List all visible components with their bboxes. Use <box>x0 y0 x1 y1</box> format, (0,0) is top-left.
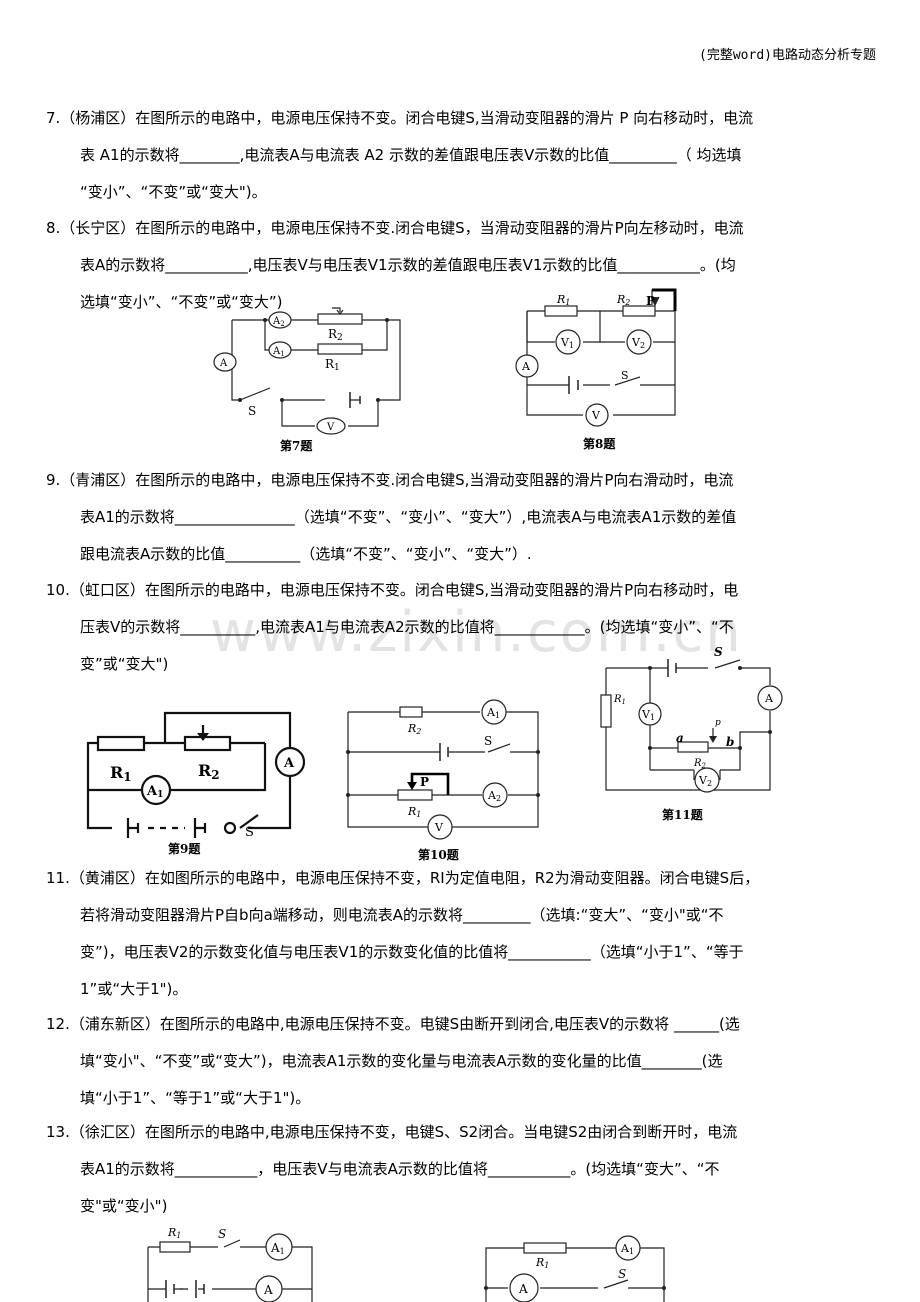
circuit-diagram-8: R1 R2 P V1 V2 A S V <box>515 288 677 427</box>
switch-s-label: S <box>248 404 256 418</box>
ammeter-a1-label: A1 <box>620 1242 634 1256</box>
circuit-diagram-12: R1 S A1 A <box>147 1226 313 1302</box>
resistor-r2-label: R2 <box>616 293 630 307</box>
question-13: 13.（徐汇区）在图所示的电路中,电源电压保持不变，电键S、S2闭合。当电键S2… <box>46 1114 881 1225</box>
question-line: 9.（青浦区）在图所示的电路中，电源电压保持不变.闭合电键S,当滑动变阻器的滑片… <box>46 471 734 489</box>
circuit-diagram-9: R1 R2 A1 A S <box>86 711 306 840</box>
voltmeter-v2-label: V2 <box>631 336 645 350</box>
question-line: 变”)，电压表V2的示数变化值与电压表V1的示数变化值的比值将_________… <box>80 943 744 961</box>
question-11: 11.（黄浦区）在如图所示的电路中，电源电压保持不变，RI为定值电阻，R2为滑动… <box>46 860 881 1008</box>
question-line: 选填“变小”、“不变”或“变大”) <box>80 293 283 311</box>
question-line: 填“变小"、“不变”或“变大”)，电流表A1示数的变化量与电流表A示数的变化量的… <box>80 1052 723 1070</box>
circuit-diagram-13: R1 A1 A S <box>484 1235 666 1302</box>
ammeter-a1-label: A1 <box>486 706 500 720</box>
figure-8-caption: 第8题 <box>583 437 616 451</box>
question-line: 变"或“变小") <box>80 1197 168 1215</box>
question-7: 7.（杨浦区）在图所示的电路中，电源电压保持不变。闭合电键S,当滑动变阻器的滑片… <box>46 100 881 211</box>
ammeter-a-label: A <box>764 692 774 705</box>
circuit-diagram-10: R2 A1 S P R1 A2 V <box>346 699 540 840</box>
question-10: 10.（虹口区）在图所示的电路中，电源电压保持不变。闭合电键S,当滑动变阻器的滑… <box>46 572 881 683</box>
question-line: 变”或“变大") <box>80 655 169 673</box>
question-8: 8.（长宁区）在图所示的电路中，电源电压保持不变.闭合电键S，当滑动变阻器的滑片… <box>46 210 881 321</box>
ammeter-a-label: A <box>283 756 295 771</box>
document-header: (完整word)电路动态分析专题 <box>699 48 876 63</box>
watermark: www.zixin.com.cn <box>210 600 743 665</box>
circuit-diagram-7: A2 A1 A R2 R1 S V <box>213 307 401 435</box>
voltmeter-v-label: V <box>591 409 601 422</box>
switch-s-label: S <box>618 1267 626 1281</box>
question-line: 12.（浦东新区）在图所示的电路中,电源电压保持不变。电键S由断开到闭合,电压表… <box>46 1015 740 1033</box>
question-line: 表 A1的示数将________,电流表A与电流表 A2 示数的差值跟电压表V示… <box>80 146 742 164</box>
resistor-r1-label: R1 <box>535 1256 549 1270</box>
question-line: 8.（长宁区）在图所示的电路中，电源电压保持不变.闭合电键S，当滑动变阻器的滑片… <box>46 219 744 237</box>
voltmeter-v-label: V <box>434 821 444 834</box>
question-line: “变小”、“不变”或“变大")。 <box>80 183 267 201</box>
question-line: 若将滑动变阻器滑片P自b向a端移动，则电流表A的示数将_________（选填:… <box>80 906 724 924</box>
question-line: 1”或“大于1")。 <box>80 980 188 998</box>
question-line: 表A1的示数将________________（选填“不变”、“变小”、“变大”… <box>80 508 737 526</box>
question-line: 7.（杨浦区）在图所示的电路中，电源电压保持不变。闭合电键S,当滑动变阻器的滑片… <box>46 109 754 127</box>
resistor-r1-label: R1 <box>613 694 626 706</box>
circuit-diagram-11: S R1 V1 A p a b R2 V2 <box>600 645 783 793</box>
slider-p-label: P <box>420 775 429 789</box>
question-line: 11.（黄浦区）在如图所示的电路中，电源电压保持不变，RI为定值电阻，R2为滑动… <box>46 869 760 887</box>
question-line: 表A的示数将___________,电压表V与电压表V1示数的差值跟电压表V1示… <box>80 256 736 274</box>
ammeter-a-label: A <box>263 1283 273 1297</box>
ammeter-a-label: A <box>521 360 531 373</box>
ammeter-a1-label: A1 <box>272 346 285 358</box>
resistor-r2-label: R2 <box>198 761 220 782</box>
switch-s-label: S <box>621 369 629 382</box>
resistor-r1-label: R1 <box>325 357 340 373</box>
ammeter-a1-label: A1 <box>146 784 163 800</box>
switch-s-label: S <box>484 734 492 748</box>
terminal-b-label: b <box>726 735 734 749</box>
question-line: 10.（虹口区）在图所示的电路中，电源电压保持不变。闭合电键S,当滑动变阻器的滑… <box>46 581 739 599</box>
question-line: 填“小于1”、“等于1”或“大于1")。 <box>80 1089 311 1107</box>
voltmeter-v1-label: V1 <box>641 708 655 722</box>
question-12: 12.（浦东新区）在图所示的电路中,电源电压保持不变。电键S由断开到闭合,电压表… <box>46 1006 881 1117</box>
voltmeter-v-label: V <box>326 422 335 433</box>
resistor-r1-label: R1 <box>167 1226 181 1240</box>
figure-11-caption: 第11题 <box>662 808 703 822</box>
ammeter-a2-label: A2 <box>272 316 285 328</box>
ammeter-a-label: A <box>518 1282 528 1296</box>
ammeter-a-label: A <box>219 358 228 369</box>
question-9: 9.（青浦区）在图所示的电路中，电源电压保持不变.闭合电键S,当滑动变阻器的滑片… <box>46 462 881 573</box>
resistor-r2-label: R2 <box>328 327 343 343</box>
question-line: 13.（徐汇区）在图所示的电路中,电源电压保持不变，电键S、S2闭合。当电键S2… <box>46 1123 738 1141</box>
question-line: 跟电流表A示数的比值__________（选填“不变”、“变小”、“变大”）. <box>80 545 532 563</box>
switch-s-label: S <box>714 645 723 659</box>
resistor-r2-label: R2 <box>693 758 707 770</box>
question-line: 表A1的示数将___________，电压表V与电流表A示数的比值将______… <box>80 1160 720 1178</box>
resistor-r1-label: R1 <box>110 763 132 784</box>
terminal-a-label: a <box>676 731 684 745</box>
switch-s-label: S <box>245 825 254 840</box>
figure-9-caption: 第9题 <box>168 842 201 856</box>
resistor-r1-label: R1 <box>407 805 421 819</box>
slider-p-label: p <box>715 718 721 728</box>
slider-p-label: P <box>646 294 655 308</box>
figure-7-caption: 第7题 <box>280 439 313 453</box>
figure-10-caption: 第10题 <box>418 848 459 862</box>
ammeter-a2-label: A2 <box>487 789 501 803</box>
resistor-r1-label: R1 <box>556 293 570 307</box>
voltmeter-v1-label: V1 <box>560 336 574 350</box>
resistor-r2-label: R2 <box>407 722 421 736</box>
question-line: 压表V的示数将__________,电流表A1与电流表A2示数的比值将_____… <box>80 618 734 636</box>
voltmeter-v2-label: V2 <box>698 774 712 788</box>
switch-s-label: S <box>218 1227 226 1241</box>
ammeter-a1-label: A1 <box>270 1241 285 1256</box>
